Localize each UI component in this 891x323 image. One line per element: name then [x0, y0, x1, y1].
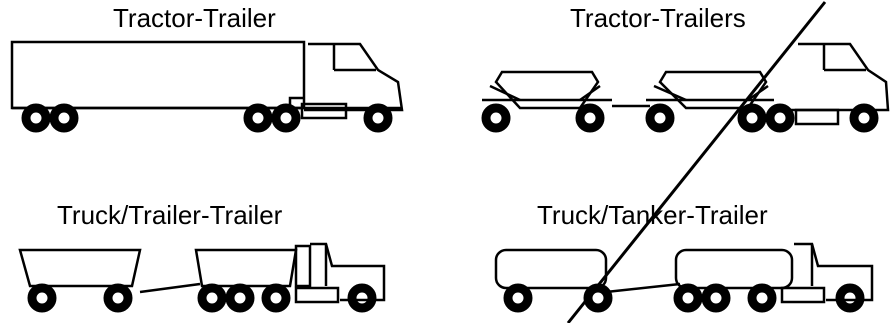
wheel	[580, 108, 600, 128]
wheel	[54, 108, 74, 128]
wheel	[742, 108, 762, 128]
wheel	[230, 288, 250, 308]
cross-out-line	[568, 2, 825, 323]
wheel	[854, 108, 874, 128]
wheel	[368, 108, 388, 128]
fuel-tank	[296, 288, 338, 302]
wheel	[840, 288, 860, 308]
wheel	[678, 288, 698, 308]
tractor-trailer-drawing	[12, 42, 402, 128]
wheel	[202, 288, 222, 308]
truck-body	[196, 250, 296, 286]
wheel	[352, 288, 372, 308]
tractor-cab	[780, 44, 888, 110]
wheel	[770, 108, 790, 128]
wheel	[706, 288, 726, 308]
hopper-2-brace	[654, 86, 686, 100]
truck-tank	[676, 250, 792, 288]
hopper-trailer-2	[660, 72, 766, 108]
trailer-box	[12, 42, 304, 108]
pup-trailer	[20, 250, 140, 286]
wheel	[276, 108, 296, 128]
wheel	[26, 108, 46, 128]
truck-tanker-trailer-drawing	[496, 244, 872, 308]
hopper-1-brace	[580, 86, 600, 100]
wheel	[108, 288, 128, 308]
cab-gap	[296, 246, 310, 286]
tanker-trailer	[496, 250, 606, 288]
truck-trailer-trailer-drawing	[20, 244, 384, 308]
wheel	[650, 108, 670, 128]
tractor-trailers-drawing	[482, 44, 888, 128]
drawbar	[606, 284, 680, 292]
hopper-trailer-1	[496, 72, 598, 108]
tractor-cab	[304, 44, 402, 110]
drawbar	[140, 284, 200, 292]
wheel	[588, 288, 608, 308]
wheel	[248, 108, 268, 128]
wheel	[266, 288, 286, 308]
wheel	[32, 288, 52, 308]
hopper-1-brace	[490, 86, 520, 100]
fuel-tank	[782, 288, 824, 302]
wheel	[508, 288, 528, 308]
wheel	[486, 108, 506, 128]
fuel-tank	[796, 110, 838, 124]
wheel	[752, 288, 772, 308]
